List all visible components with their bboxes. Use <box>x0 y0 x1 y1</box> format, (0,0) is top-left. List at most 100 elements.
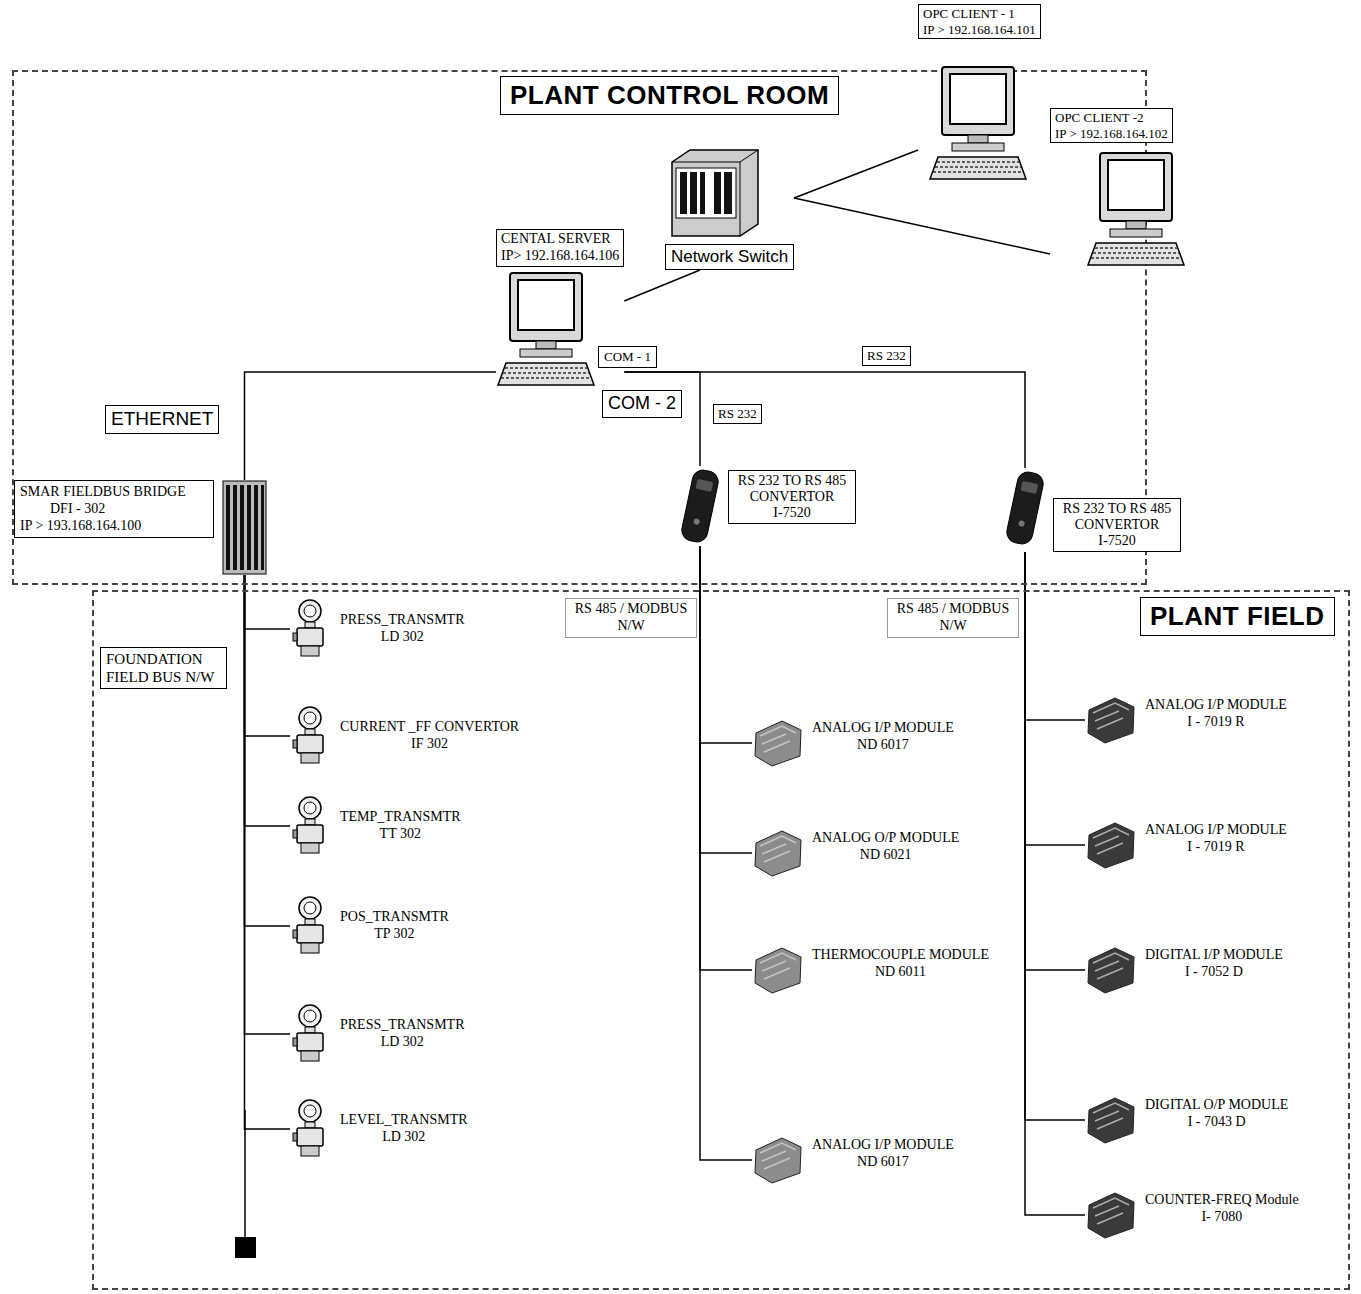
connector <box>1025 552 1085 720</box>
transmitter-node: PRESS_TRANSMTRLD 302 <box>290 598 464 660</box>
device-name: RS 232 TO RS 485 CONVERTOR <box>1058 501 1176 533</box>
model-number: TT 302 <box>340 826 461 843</box>
model-number: I-7520 <box>1058 533 1176 549</box>
network-label: COM - 1 <box>604 349 651 365</box>
switch-node: Network Switch <box>665 148 794 270</box>
label-box: RS 485 / MODBUS N/W <box>565 598 697 638</box>
ip-address: IP > 193.168.164.100 <box>20 518 208 535</box>
device-text: COUNTER-FREQ ModuleI- 7080 <box>1145 1192 1299 1226</box>
module-name: ANALOG I/P MODULE <box>812 720 954 737</box>
label-box: OPC CLIENT - 1IP > 192.168.164.101 <box>918 4 1041 39</box>
model-number: I-7520 <box>733 505 851 521</box>
connector <box>245 575 291 736</box>
network-label: RS 485 / MODBUS N/W <box>571 601 691 635</box>
device-name: Network Switch <box>671 247 788 267</box>
device-text: ANALOG O/P MODULEND 6021 <box>812 830 959 864</box>
connector <box>624 372 1025 468</box>
device-text: CURRENT _FF CONVERTORIF 302 <box>340 719 519 753</box>
module-name: THERMOCOUPLE MODULE <box>812 947 989 964</box>
edge-label: RS 232 <box>718 406 757 422</box>
label-box: SMAR FIELDBUS BRIDGEDFI - 302IP > 193.16… <box>14 480 214 538</box>
model-number: I - 7019 R <box>1145 714 1287 731</box>
device-name: RS 232 TO RS 485 CONVERTOR <box>733 473 851 505</box>
converter-node: RS 232 TO RS 485 CONVERTORI-7520 <box>1005 468 1181 552</box>
label-box: OPC CLIENT -2IP > 192.168.164.102 <box>1050 108 1173 143</box>
model-number: ND 6011 <box>812 964 989 981</box>
label-box: ETHERNET <box>105 405 219 434</box>
io-module-node: THERMOCOUPLE MODULEND 6011 <box>752 945 989 995</box>
region-title: PLANT FIELD <box>1150 601 1325 632</box>
label-box: COM - 1 <box>598 346 657 368</box>
model-number: LD 302 <box>340 1129 468 1146</box>
device-name: CURRENT _FF CONVERTOR <box>340 719 519 736</box>
device-name: PRESS_TRANSMTR <box>340 1017 464 1034</box>
transmitter-icon <box>290 598 330 660</box>
device-name: POS_TRANSMTR <box>340 909 449 926</box>
io-module-icon <box>752 718 804 768</box>
device-name: DFI - 302 <box>20 501 208 518</box>
model-number: I - 7043 D <box>1145 1114 1288 1131</box>
network-label: FOUNDATION FIELD BUS N/W <box>106 650 221 686</box>
io-module-icon <box>1085 820 1137 870</box>
ip-address: IP > 192.168.164.101 <box>923 22 1036 38</box>
device-text: PRESS_TRANSMTRLD 302 <box>340 612 464 646</box>
io-module-node: COUNTER-FREQ ModuleI- 7080 <box>1085 1190 1299 1240</box>
transmitter-icon <box>290 895 330 957</box>
region-title: PLANT CONTROL ROOM <box>510 80 829 111</box>
module-name: COUNTER-FREQ Module <box>1145 1192 1299 1209</box>
computer-node: OPC CLIENT -2IP > 192.168.164.102 <box>1050 108 1186 269</box>
io-module-node: ANALOG I/P MODULEND 6017 <box>752 718 954 768</box>
connector <box>245 575 291 1129</box>
transmitter-node: LEVEL_TRANSMTRLD 302 <box>290 1098 468 1160</box>
model-number: IF 302 <box>340 736 519 753</box>
model-number: ND 6017 <box>812 1154 954 1171</box>
label-box: FOUNDATION FIELD BUS N/W <box>100 647 227 689</box>
device-name: OPC CLIENT - 1 <box>923 6 1036 22</box>
connector <box>1025 552 1085 1120</box>
label-box: RS 232 TO RS 485 CONVERTORI-7520 <box>728 470 856 524</box>
device-name: SMAR FIELDBUS BRIDGE <box>20 484 208 501</box>
computer-node: OPC CLIENT - 1IP > 192.168.164.101 <box>918 4 1041 183</box>
connector <box>245 372 497 480</box>
connector <box>700 546 752 970</box>
ip-address: IP > 192.168.164.102 <box>1055 126 1168 142</box>
model-number: I- 7080 <box>1145 1209 1299 1226</box>
model-number: LD 302 <box>340 629 464 646</box>
io-module-node: ANALOG I/P MODULEI - 7019 R <box>1085 820 1287 870</box>
io-module-icon <box>1085 1190 1137 1240</box>
network-label: RS 485 / MODBUS N/W <box>893 601 1013 635</box>
device-text: LEVEL_TRANSMTRLD 302 <box>340 1112 468 1146</box>
edge-label-box: RS 232 <box>862 346 911 366</box>
io-module-icon <box>752 945 804 995</box>
transmitter-icon <box>290 1003 330 1065</box>
label-box: Network Switch <box>665 244 794 270</box>
connector <box>245 575 291 926</box>
connector <box>1025 552 1085 845</box>
io-module-node: ANALOG I/P MODULEND 6017 <box>752 1135 954 1185</box>
connector <box>700 546 752 743</box>
device-name: LEVEL_TRANSMTR <box>340 1112 468 1129</box>
device-text: ANALOG I/P MODULEI - 7019 R <box>1145 822 1287 856</box>
converter-icon <box>1005 468 1045 548</box>
connector <box>1025 552 1085 970</box>
region-title-box: PLANT CONTROL ROOM <box>500 76 839 115</box>
io-module-icon <box>1085 1095 1137 1145</box>
region-title-box: PLANT FIELD <box>1140 597 1335 636</box>
device-name: CENTAL SERVER <box>501 231 619 248</box>
computer-icon <box>928 65 1028 183</box>
io-module-node: DIGITAL I/P MODULEI - 7052 D <box>1085 945 1283 995</box>
network-label: COM - 2 <box>608 393 676 415</box>
device-text: ANALOG I/P MODULEND 6017 <box>812 720 954 754</box>
model-number: TP 302 <box>340 926 449 943</box>
connector <box>794 198 1050 254</box>
converter-node: RS 232 TO RS 485 CONVERTORI-7520 <box>680 466 856 546</box>
module-name: ANALOG O/P MODULE <box>812 830 959 847</box>
rack-icon <box>222 480 267 575</box>
connector <box>700 546 752 1160</box>
module-name: DIGITAL I/P MODULE <box>1145 947 1283 964</box>
transmitter-node: TEMP_TRANSMTRTT 302 <box>290 795 461 857</box>
transmitter-node: CURRENT _FF CONVERTORIF 302 <box>290 705 519 767</box>
label-box: CENTAL SERVERIP> 192.168.164.106 <box>496 229 624 267</box>
model-number: ND 6021 <box>812 847 959 864</box>
